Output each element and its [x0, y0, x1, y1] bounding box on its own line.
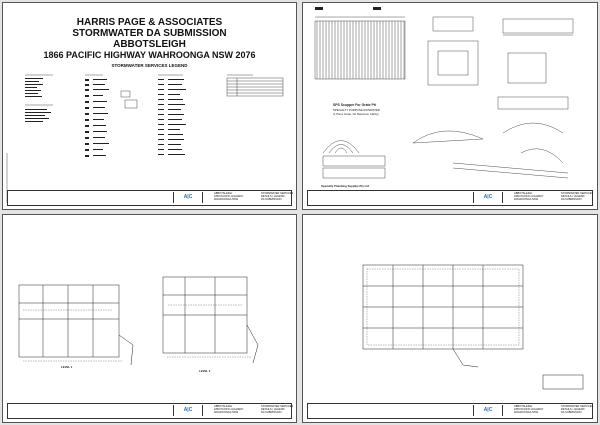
legend-heading-4: 1866 PACIFIC HIGHWAY WAHROONGA NSW 2076: [43, 50, 256, 60]
sheet-legend[interactable]: HARRIS PAGE & ASSOCIATES STORMWATER DA S…: [2, 2, 297, 210]
company-logo: A|C: [173, 405, 203, 416]
legend-symbols-drawing: [6, 74, 284, 203]
company-logo: A|C: [173, 192, 203, 203]
detail-label-grate: (1 Piece Grate, No Maximum Clarity): [333, 112, 379, 116]
legend-heading-1: HARRIS PAGE & ASSOCIATES: [76, 17, 223, 28]
company-logo: A|C: [473, 405, 503, 416]
details-drawing: [314, 7, 574, 179]
sheet-details[interactable]: SPS Scupper For Grate Pit SPECIALTY PURP…: [302, 2, 598, 210]
detail-label-specialty: SPECIALTY PURPOSE RAINWATER: [333, 108, 380, 112]
detail-label-sps: SPS Scupper For Grate Pit: [333, 103, 376, 107]
roof-plan-drawing: [362, 264, 584, 390]
legend-heading-3: ABBOTSLEIGH: [113, 39, 186, 50]
floor-plans-drawing: [18, 276, 259, 366]
detail-label-supplier: Specialty Plumbing Supplier Pty Ltd: [321, 184, 370, 188]
plan-label-level-1: LEVEL 1: [61, 365, 73, 369]
plan-label-level-2: LEVEL 2: [199, 369, 211, 373]
legend-subheading: STORMWATER SERVICES LEGEND: [111, 63, 188, 68]
legend-heading-2: STORMWATER DA SUBMISSION: [72, 28, 227, 39]
company-logo: A|C: [473, 192, 503, 203]
